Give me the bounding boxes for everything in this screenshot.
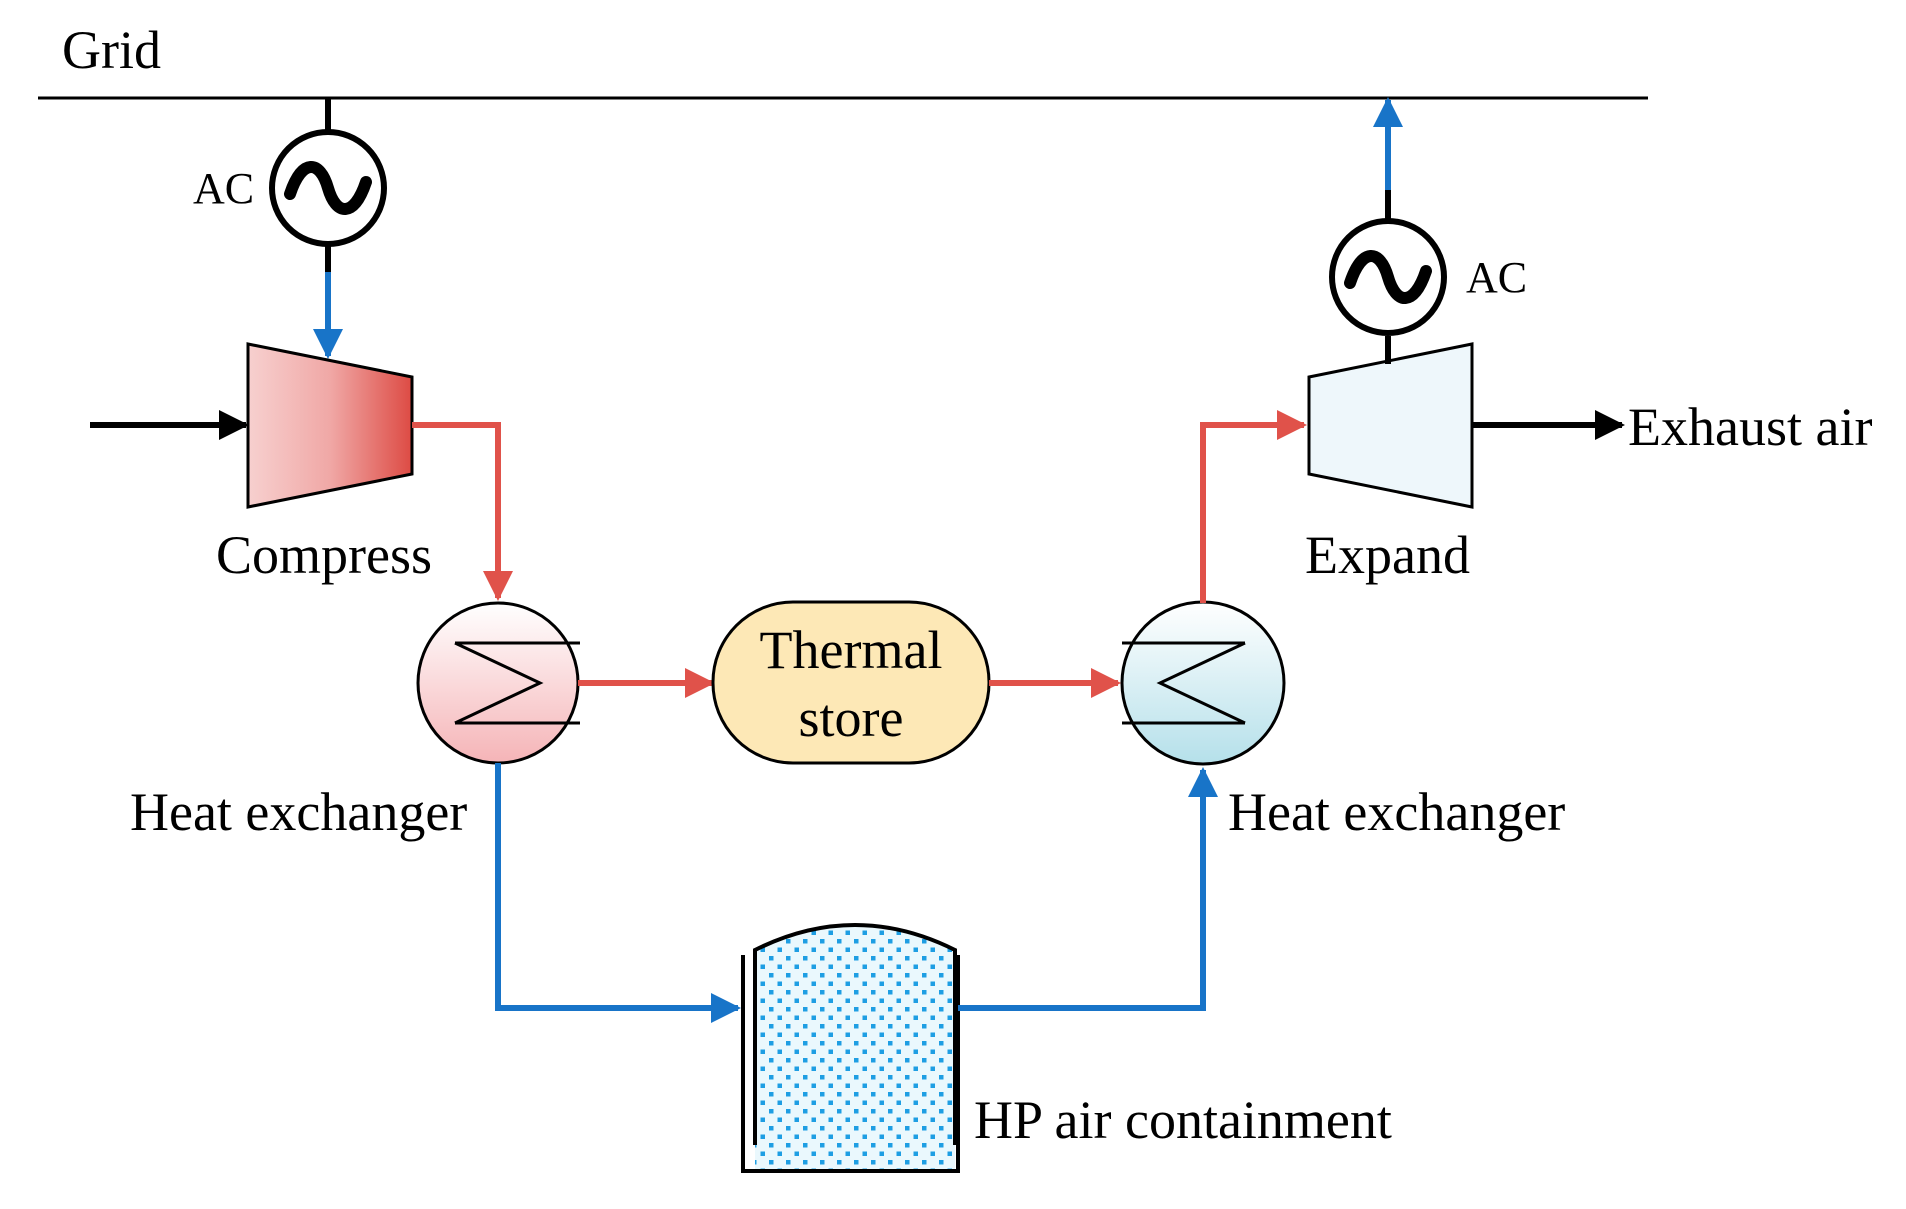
thermal-store-label-line1: Thermal (760, 620, 943, 680)
hot-air-to-hx-arrow (412, 422, 513, 601)
air-to-tank-arrow (495, 763, 741, 1023)
ac-right-label: AC (1466, 253, 1527, 302)
ac-generator-left-icon (269, 98, 387, 272)
thermal-store-label-line2: store (799, 688, 904, 748)
ac-left-label: AC (193, 164, 254, 213)
compressor-icon (246, 342, 414, 509)
heat-exchanger-right-label: Heat exchanger (1228, 782, 1565, 842)
grid-label: Grid (62, 20, 161, 80)
compress-label: Compress (216, 525, 432, 585)
hp-air-containment-label: HP air containment (974, 1090, 1392, 1150)
heat-exchanger-left-icon (416, 601, 580, 765)
exhaust-air-label: Exhaust air (1628, 397, 1872, 457)
hot-air-to-expander-arrow (1200, 410, 1307, 603)
heat-exchanger-left-label: Heat exchanger (130, 782, 467, 842)
heat-exchanger-right-icon (1120, 600, 1286, 766)
tank-icon (741, 923, 960, 1173)
expand-label: Expand (1305, 525, 1470, 585)
ac-generator-right-icon (1329, 190, 1447, 364)
air-to-hx-arrow (958, 767, 1218, 1011)
expander-icon (1307, 342, 1474, 509)
